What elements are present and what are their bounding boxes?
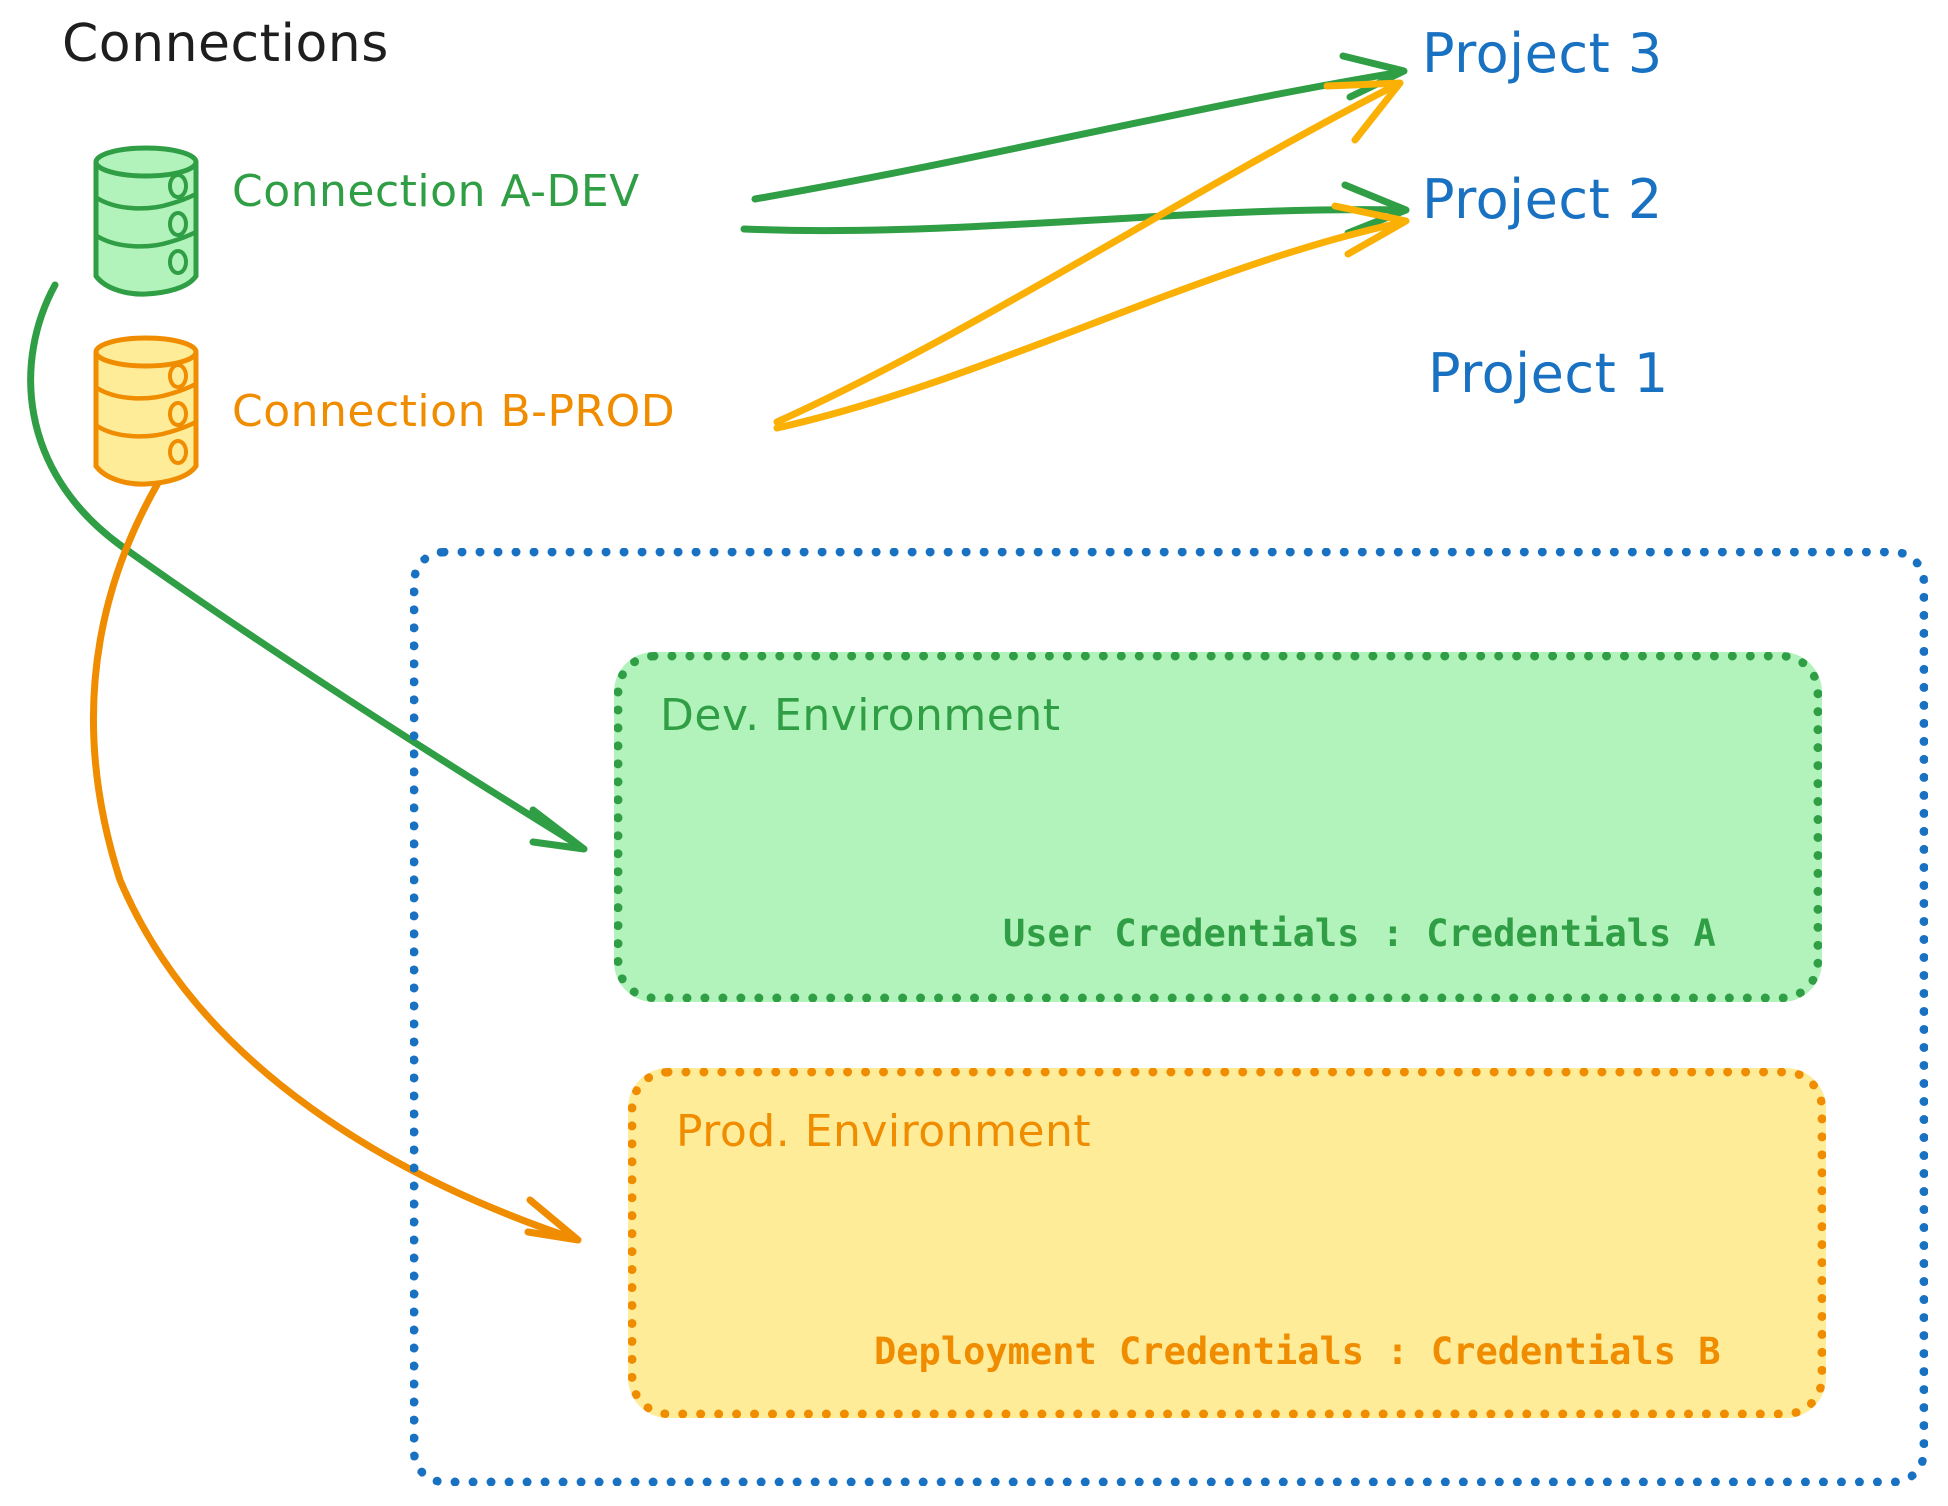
- edge-bprod-to-project3: [773, 79, 1404, 426]
- edge-adev-to-project2: [740, 181, 1410, 237]
- prod-environment-title: Prod. Environment: [676, 1106, 1092, 1157]
- project-label-project-3[interactable]: Project 3: [1422, 22, 1663, 85]
- connection-label-a-dev[interactable]: Connection A-DEV: [232, 166, 640, 217]
- page-title: Connections: [62, 14, 389, 74]
- dev-environment-title: Dev. Environment: [660, 690, 1061, 741]
- prod-environment-box[interactable]: [628, 1068, 1826, 1418]
- project-label-project-2[interactable]: Project 2: [1422, 168, 1663, 231]
- dev-environment-credentials: User Credentials : Credentials A: [1003, 912, 1716, 955]
- project-label-project-1[interactable]: Project 1: [1428, 342, 1669, 405]
- edge-bprod-to-project2: [773, 202, 1410, 432]
- database-cylinder-icon-b-prod: [93, 335, 199, 487]
- dev-environment-box[interactable]: [614, 652, 1822, 1002]
- edge-adev-to-project3: [751, 52, 1408, 203]
- database-cylinder-icon-a-dev: [93, 145, 199, 297]
- connection-label-b-prod[interactable]: Connection B-PROD: [232, 386, 676, 437]
- project-1-boundary: [410, 548, 1928, 1486]
- prod-environment-credentials: Deployment Credentials : Credentials B: [874, 1330, 1721, 1373]
